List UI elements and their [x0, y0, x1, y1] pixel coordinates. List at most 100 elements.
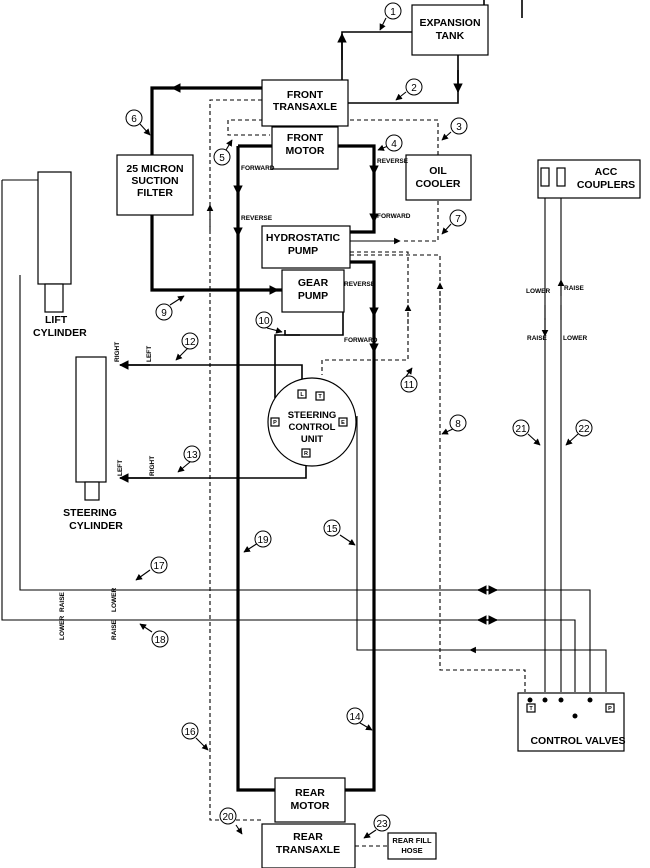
- svg-text:HOSE: HOSE: [401, 846, 422, 855]
- callout-23: 23: [373, 814, 391, 832]
- rear-transaxle: REAR TRANSAXLE: [261, 823, 356, 868]
- callout-10: 10: [255, 311, 273, 329]
- oil-cooler: OIL COOLER: [405, 154, 472, 201]
- callout-1: 1: [384, 2, 402, 20]
- svg-text:FORWARD: FORWARD: [344, 337, 378, 344]
- svg-text:16: 16: [184, 727, 196, 738]
- callout-11: 11: [400, 375, 418, 393]
- svg-text:FILTER: FILTER: [137, 187, 173, 199]
- callout-leaders: [135, 17, 579, 839]
- callout-13: 13: [183, 445, 201, 463]
- svg-text:RAISE: RAISE: [564, 285, 585, 292]
- svg-text:COOLER: COOLER: [416, 178, 461, 190]
- svg-text:STEERING: STEERING: [63, 507, 117, 519]
- callout-20: 20: [219, 807, 237, 825]
- line-to-cooler: [404, 200, 439, 242]
- callout-12: 12: [181, 332, 199, 350]
- svg-text:UNIT: UNIT: [301, 434, 323, 445]
- svg-text:REVERSE: REVERSE: [344, 281, 376, 288]
- svg-text:MOTOR: MOTOR: [286, 145, 325, 157]
- rear-motor: REAR MOTOR: [274, 777, 346, 823]
- svg-text:REVERSE: REVERSE: [241, 215, 273, 222]
- svg-text:T: T: [529, 706, 533, 712]
- main-left-loop: [236, 146, 275, 792]
- svg-text:RAISE: RAISE: [527, 335, 548, 342]
- svg-text:LOWER: LOWER: [563, 335, 587, 342]
- gear-pump: GEAR PUMP: [281, 269, 345, 313]
- hydrostatic-pump: HYDROSTATIC PUMP: [261, 225, 351, 269]
- acc-arrow-guides: [544, 305, 562, 320]
- svg-text:LOWER: LOWER: [59, 616, 66, 640]
- svg-text:HYDROSTATIC: HYDROSTATIC: [266, 232, 341, 244]
- svg-text:COUPLERS: COUPLERS: [577, 179, 635, 191]
- svg-text:LOWER: LOWER: [526, 288, 550, 295]
- svg-text:22: 22: [578, 424, 590, 435]
- svg-text:RAISE: RAISE: [59, 591, 66, 612]
- svg-text:TRANSAXLE: TRANSAXLE: [273, 101, 337, 113]
- svg-text:GEAR: GEAR: [298, 277, 329, 289]
- svg-text:FRONT: FRONT: [287, 132, 324, 144]
- svg-text:PUMP: PUMP: [298, 290, 328, 302]
- line-17-raise: [19, 275, 591, 692]
- steering-cylinder: STEERING CYLINDER: [63, 356, 123, 532]
- svg-text:11: 11: [404, 380, 415, 391]
- svg-text:EXPANSION: EXPANSION: [419, 17, 480, 29]
- svg-text:PUMP: PUMP: [288, 245, 318, 257]
- line-10-tap: [284, 330, 300, 336]
- svg-text:REAR: REAR: [295, 787, 325, 799]
- callout-4: 4: [385, 134, 403, 152]
- main-right-loop: [345, 260, 376, 792]
- svg-text:8: 8: [455, 419, 461, 430]
- svg-text:17: 17: [153, 561, 165, 572]
- callout-16: 16: [181, 722, 199, 740]
- svg-text:L: L: [300, 392, 304, 398]
- acc-couplers: ACC COUPLERS: [537, 159, 641, 199]
- front-motor: FRONT MOTOR: [271, 126, 339, 170]
- svg-text:LIFT: LIFT: [45, 314, 68, 326]
- svg-text:2: 2: [411, 83, 417, 94]
- svg-text:TANK: TANK: [436, 30, 465, 42]
- front-transaxle: FRONT TRANSAXLE: [261, 79, 349, 127]
- svg-text:1: 1: [390, 7, 396, 18]
- svg-text:CYLINDER: CYLINDER: [69, 520, 123, 532]
- line-18-lower: [1, 180, 576, 692]
- svg-text:TRANSAXLE: TRANSAXLE: [276, 844, 340, 856]
- svg-text:FRONT: FRONT: [287, 89, 324, 101]
- svg-text:E: E: [341, 420, 345, 426]
- callout-5: 5: [213, 148, 231, 166]
- line-13-left: [120, 455, 307, 479]
- callout-22: 22: [575, 419, 593, 437]
- svg-text:6: 6: [131, 114, 137, 125]
- callout-3: 3: [450, 117, 468, 135]
- callout-8: 8: [449, 414, 467, 432]
- svg-text:CONTROL: CONTROL: [289, 422, 336, 433]
- svg-text:10: 10: [258, 316, 270, 327]
- svg-text:SUCTION: SUCTION: [131, 175, 178, 187]
- svg-text:LEFT: LEFT: [146, 346, 153, 362]
- svg-text:R: R: [304, 451, 308, 457]
- steering-control-unit: STEERING CONTROL UNIT L T P E R: [267, 377, 357, 467]
- callout-7: 7: [449, 209, 467, 227]
- svg-text:FORWARD: FORWARD: [241, 165, 275, 172]
- svg-text:STEERING: STEERING: [288, 410, 337, 421]
- direction-labels: FORWARD REVERSE REVERSE FORWARD REVERSE …: [59, 158, 587, 640]
- suction-filter: 25 MICRON SUCTION FILTER: [116, 154, 194, 216]
- svg-text:LOWER: LOWER: [111, 588, 118, 612]
- svg-text:CONTROL VALVES: CONTROL VALVES: [530, 735, 625, 747]
- svg-text:15: 15: [326, 524, 338, 535]
- svg-text:MOTOR: MOTOR: [291, 800, 330, 812]
- svg-text:P: P: [273, 420, 277, 426]
- svg-text:21: 21: [515, 424, 527, 435]
- callout-17: 17: [150, 556, 168, 574]
- svg-text:25 MICRON: 25 MICRON: [126, 163, 183, 175]
- tank-vent-lines: [483, 0, 523, 18]
- svg-text:FORWARD: FORWARD: [377, 213, 411, 220]
- line-transaxle-to-tank: [341, 31, 412, 80]
- svg-text:CYLINDER: CYLINDER: [33, 327, 87, 339]
- pump-case-drain: [321, 251, 409, 375]
- svg-text:4: 4: [391, 139, 397, 150]
- callout-19: 19: [254, 530, 272, 548]
- svg-text:P: P: [608, 706, 612, 712]
- line-15-to-valves: [356, 416, 607, 692]
